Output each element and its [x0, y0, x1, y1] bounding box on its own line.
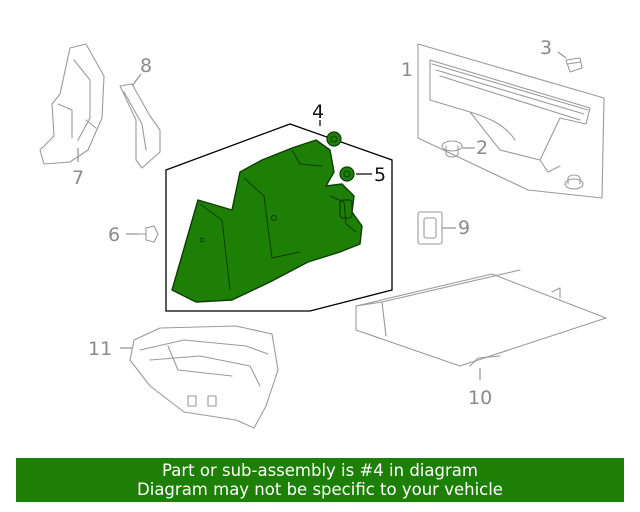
part-9-plug[interactable] [417, 211, 456, 245]
part-6-push-pin[interactable] [126, 225, 159, 243]
banner-line-2: Diagram may not be specific to your vehi… [137, 480, 503, 499]
callout-8: 8 [140, 55, 152, 77]
callout-7: 7 [72, 167, 84, 189]
callout-9: 9 [458, 217, 470, 239]
part-4-quarter-trim-panel[interactable] [171, 139, 363, 303]
callout-11: 11 [88, 338, 112, 360]
callout-1: 1 [401, 59, 413, 81]
callout-10: 10 [468, 387, 492, 409]
part-10-load-floor[interactable] [355, 269, 607, 380]
callout-3: 3 [540, 37, 552, 59]
part-4-upper-grommet [326, 131, 342, 147]
parts-diagram: 1 2 3 4 5 6 7 8 9 10 11 [39, 37, 607, 429]
banner-line-1: Part or sub-assembly is #4 in diagram [162, 461, 478, 480]
part-8-panel[interactable] [119, 73, 161, 169]
part-1-rear-panel[interactable] [417, 43, 605, 199]
callout-4: 4 [312, 101, 324, 123]
part-11-storage-tub[interactable] [120, 325, 279, 429]
callout-6: 6 [108, 224, 120, 246]
info-banner: Part or sub-assembly is #4 in diagram Di… [16, 458, 624, 502]
part-3-clip[interactable] [557, 51, 583, 73]
callout-5: 5 [374, 164, 386, 186]
part-7-bracket[interactable] [39, 43, 105, 165]
part-2-clip[interactable] [441, 140, 475, 158]
part-1-lower-clip [564, 174, 584, 190]
part-5-grommet[interactable] [339, 166, 372, 182]
callout-2: 2 [476, 137, 488, 159]
